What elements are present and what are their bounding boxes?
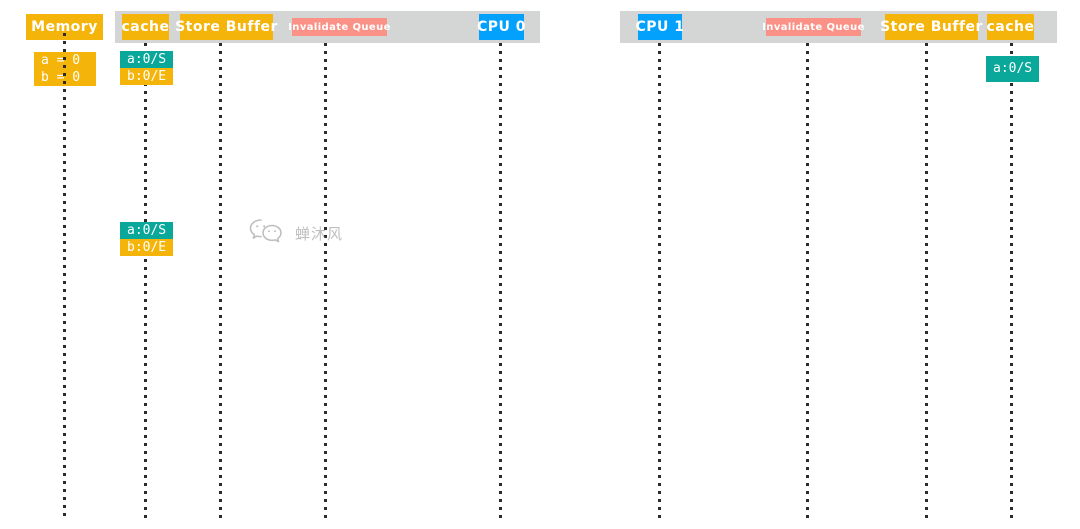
lane-label-cache: cache — [122, 14, 169, 40]
lane-label-cache: cache — [987, 14, 1034, 40]
wechat-icon — [248, 216, 288, 250]
lifeline-store-buffer — [219, 43, 222, 521]
cache-state-row: b:0/E — [120, 68, 173, 85]
right-panel: CPU 1 Invalidate Queue Store Buffer cach… — [540, 0, 1080, 529]
cache-state-row: a:0/S — [986, 56, 1039, 82]
lane-label-invalidate-queue: Invalidate Queue — [288, 18, 390, 36]
watermark: 蝉沐风 — [248, 216, 343, 250]
lane-label-cpu1: CPU 1 — [635, 14, 684, 40]
left-panel: Memory a = 0 b = 0 cache Store Buffer In… — [26, 11, 540, 521]
lifeline-cpu0 — [499, 43, 502, 521]
watermark-text: 蝉沐风 — [295, 224, 344, 243]
cache-state-block-top: a:0/S b:0/E — [120, 51, 173, 85]
lifeline-cpu1 — [658, 43, 661, 521]
lane-label-store-buffer: Store Buffer — [880, 14, 982, 40]
lane-label-invalidate-queue: Invalidate Queue — [762, 18, 864, 36]
lifeline-store-buffer — [925, 43, 928, 521]
lane-label-store-buffer: Store Buffer — [175, 14, 277, 40]
lane-label-cpu0: CPU 0 — [477, 14, 526, 40]
memory-label: Memory — [26, 14, 103, 40]
lifeline-invalidate-queue — [806, 43, 809, 521]
cache-state-row: a:0/S — [120, 51, 173, 68]
cache-state-row: a:0/S — [120, 222, 173, 239]
lifeline-memory — [63, 33, 66, 521]
cache-state-block-mid: a:0/S b:0/E — [120, 222, 173, 256]
lifeline-invalidate-queue — [324, 43, 327, 521]
lifeline-cache — [1010, 43, 1013, 521]
memory-values: a = 0 b = 0 — [34, 52, 96, 86]
cache-state-block-top: a:0/S — [986, 56, 1039, 82]
lifeline-cache — [144, 43, 147, 521]
cache-state-row: b:0/E — [120, 239, 173, 256]
